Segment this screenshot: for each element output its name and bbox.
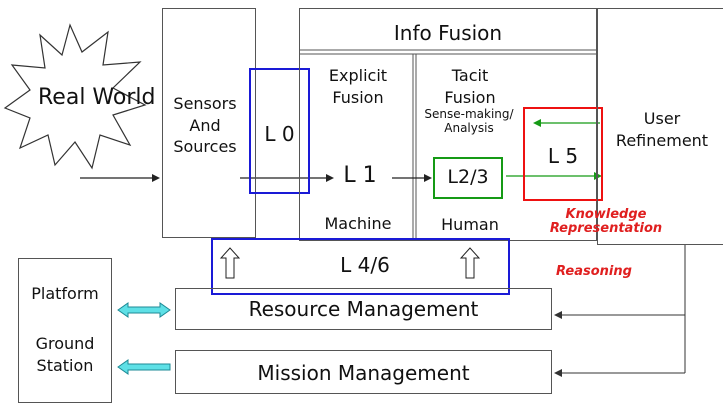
platform-label: Platform (31, 284, 99, 303)
hollow-up-arrow-right (459, 247, 481, 279)
mission-management-box (175, 350, 552, 394)
arrowhead-feedback-resource (554, 311, 562, 319)
explicit-fusion-label: Explicit Fusion (328, 66, 388, 107)
real-world-starburst (3, 23, 147, 170)
cyan-double-arrow-platform-resource (117, 302, 171, 318)
mission-management-label: Mission Management (257, 361, 470, 385)
l5-box (523, 107, 603, 201)
l46-box (211, 238, 510, 295)
sensors-box (162, 8, 256, 238)
sensemaking-label: Sense-making/ Analysis (424, 107, 514, 136)
arrowhead-l1-to-l23 (424, 174, 432, 182)
hollow-up-arrow-left (219, 247, 241, 279)
human-label: Human (441, 215, 499, 234)
sensors-label: Sensors And Sources (173, 94, 237, 157)
resource-management-box (175, 288, 552, 330)
l23-box (433, 157, 503, 199)
arrowhead-world-to-sensors (152, 174, 160, 182)
l0-box (249, 68, 310, 194)
info-fusion-title: Info Fusion (393, 21, 503, 45)
l46-label: L 4/6 (340, 253, 390, 277)
arrowhead-feedback-mission (554, 369, 562, 377)
user-refinement-label: User Refinement (615, 109, 709, 150)
l23-label: L2/3 (447, 166, 489, 188)
reasoning-annotation: Reasoning (556, 264, 632, 279)
cyan-arrow-mission-to-ground (117, 359, 171, 375)
arrowhead-sensors-to-l1 (326, 174, 334, 182)
real-world-label: Real World (38, 85, 156, 110)
l5-label: L 5 (547, 144, 579, 168)
platform-ground-box (18, 258, 112, 403)
arrowhead-user-to-l5 (533, 119, 541, 127)
ground-station-label: Ground Station (35, 334, 95, 375)
l1-label: L 1 (343, 163, 377, 188)
knowledge-representation-annotation: Knowledge Representation (549, 207, 663, 237)
user-refinement-box (597, 8, 723, 245)
resource-management-label: Resource Management (248, 297, 479, 321)
machine-label: Machine (324, 214, 392, 233)
info-fusion-box (299, 8, 597, 241)
l0-label: L 0 (264, 122, 295, 146)
tacit-fusion-label: Tacit Fusion (444, 66, 496, 107)
